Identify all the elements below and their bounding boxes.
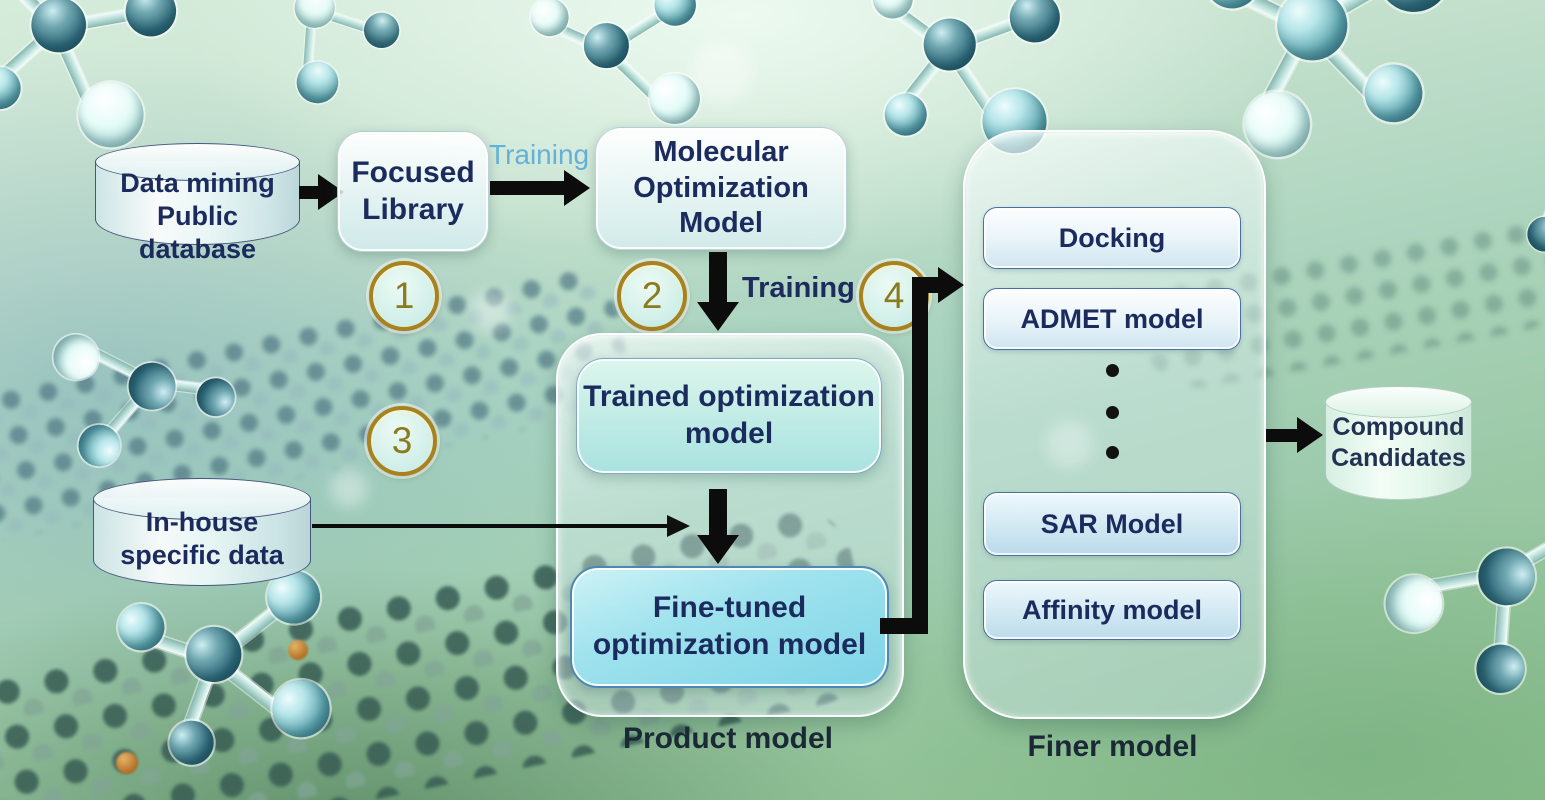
node-fine-tuned-optimization-model: Fine-tuned optimization model [570,566,889,688]
node-label: specific data [120,539,284,570]
node-in-house-data: In-house specific data [93,478,311,586]
step-1-badge: 1 [369,261,439,331]
step-number: 2 [641,275,663,316]
arrow-inhouse-to-product [312,524,670,528]
arrow-finer-to-candidates [1266,429,1300,442]
node-label: Docking [1058,222,1166,253]
node-label: Compound [1332,413,1465,441]
caption-finer-model: Finer model [1027,730,1198,763]
step-number: 3 [391,420,413,461]
arrowhead [1297,417,1323,453]
node-label: model [684,417,774,450]
edge-label-training: Training [489,139,590,170]
step-number: 4 [883,275,905,316]
edge-label-training: Training [742,272,855,304]
node-sar-model: SAR Model [983,492,1241,556]
node-data-mining-database: Data mining Public database [95,143,300,264]
node-label: Focused [351,155,475,189]
node-label: Molecular [653,136,789,169]
node-label: Data mining [120,168,275,198]
caption-product-model: Product model [622,722,833,755]
arrowhead [697,302,739,331]
node-label: In-house [145,507,259,537]
step-2-badge: 2 [617,261,687,331]
arrowhead [697,535,739,564]
cylinder-top [95,143,300,181]
node-label: Fine-tuned [652,591,807,625]
node-molecular-optimization-model: Molecular Optimization Model [595,127,847,250]
connector-finetuned-to-finer [912,277,928,634]
vertical-ellipsis-icon [1106,406,1119,419]
arrow-library-to-model [490,181,566,195]
step-number: 1 [393,275,415,316]
node-label: Affinity model [1022,594,1202,625]
node-label: SAR Model [1040,508,1184,539]
arrowhead [938,267,964,303]
arrow-model-to-trained [709,252,727,304]
node-label: ADMET model [1020,303,1204,334]
node-focused-library: Focused Library [337,131,489,252]
arrowhead [564,170,590,206]
node-label: Optimization [633,171,809,204]
bokeh-decoration [330,470,368,508]
node-compound-candidates: Compound Candidates [1325,386,1472,500]
vertical-ellipsis-icon [1106,364,1119,377]
cylinder-top [1325,386,1472,418]
step-3-badge: 3 [367,406,437,476]
node-admet-model: ADMET model [983,288,1241,350]
arrow-datamining-to-library [299,186,321,199]
node-trained-optimization-model: Trained optimization model [576,358,882,474]
bokeh-decoration [690,40,754,104]
node-affinity-model: Affinity model [983,580,1241,640]
node-label: optimization model [592,628,867,661]
node-label: Model [679,207,763,240]
node-label: Library [362,192,464,226]
node-label: Trained optimization [583,380,875,414]
connector-finetuned-to-finer [912,277,940,293]
bead-decoration [288,640,308,660]
vertical-ellipsis-icon [1106,446,1119,459]
bead-decoration [116,752,138,774]
bokeh-decoration [470,290,512,332]
node-label: Candidates [1331,443,1466,472]
cylinder-top [93,478,311,520]
node-label: Public database [138,200,257,264]
node-docking: Docking [983,207,1241,269]
arrowhead [667,515,690,537]
molecule-decoration [1201,0,1463,174]
arrow-trained-to-finetuned [709,489,727,537]
